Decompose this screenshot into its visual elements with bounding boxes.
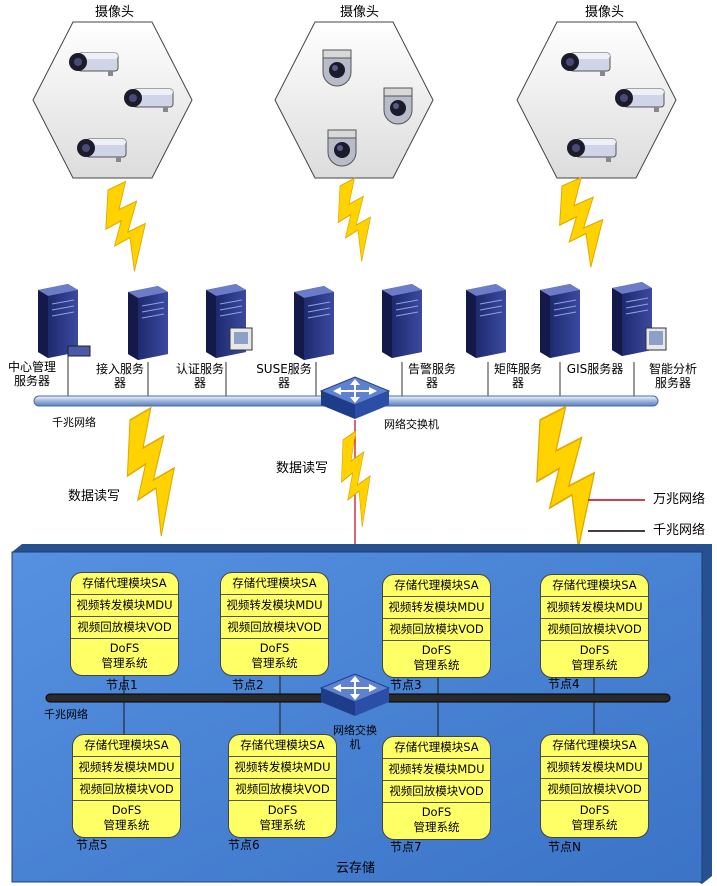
data-link-bolt-icon (340, 430, 371, 528)
server-center-management (37, 283, 91, 359)
server-label: SUSE服务器 (256, 362, 312, 390)
server-label: 接入服务器 (95, 362, 144, 390)
dome-camera-icon (383, 87, 413, 125)
camera-group-label: 摄像头 (585, 5, 625, 20)
node-label: 节点4 (548, 677, 580, 691)
wireless-link-icon (337, 177, 372, 262)
server-matrix (465, 283, 507, 359)
camera-group-label: 摄像头 (95, 5, 135, 20)
wireless-link-icon (559, 177, 604, 268)
read-write-label: 数据读写 (68, 489, 121, 504)
wireless-link-icon (105, 181, 146, 272)
legend-ten-gig-label: 万兆网络 (653, 492, 706, 507)
server-gis (539, 283, 581, 359)
bottom-switch-label: 网络交换机 (333, 724, 377, 751)
top-switch-label: 网络交换机 (384, 418, 439, 431)
server-label: 认证服务器 (175, 362, 224, 390)
node-label: 节点2 (232, 678, 264, 692)
server-smart-analysis (611, 281, 667, 357)
node-label: 节点7 (390, 840, 422, 854)
node-label: 节点N (548, 840, 581, 854)
server-suse (293, 285, 335, 361)
camera-group-3 (516, 21, 677, 179)
camera-group-1 (32, 21, 193, 179)
server-label: 矩阵服务器 (493, 362, 542, 390)
node-label: 节点1 (106, 678, 138, 692)
server-label: 中心管理服务器 (7, 360, 56, 388)
dome-camera-icon (322, 49, 352, 87)
cloud-storage-title: 云存储 (336, 861, 376, 876)
camera-group-label: 摄像头 (340, 5, 380, 20)
node-label: 节点6 (228, 838, 260, 852)
read-write-label: 数据读写 (276, 461, 329, 476)
bottom-bus-label: 千兆网络 (44, 708, 88, 721)
node-label: 节点3 (390, 678, 422, 692)
data-link-bolt-icon (126, 407, 175, 537)
dome-camera-icon (327, 129, 357, 167)
legend-one-gig-label: 千兆网络 (653, 523, 706, 538)
server-label: GIS服务器 (566, 362, 624, 376)
node-label: 节点5 (76, 838, 108, 852)
server-alarm (381, 283, 423, 359)
top-bus-label: 千兆网络 (52, 416, 96, 429)
server-access (127, 285, 169, 361)
data-link-bolt-icon (535, 405, 596, 549)
camera-group-2 (274, 21, 434, 179)
server-label: 智能分析服务器 (648, 362, 697, 390)
server-label: 告警服务器 (407, 362, 456, 390)
network-switch-icon (320, 376, 390, 420)
server-auth (205, 283, 253, 359)
